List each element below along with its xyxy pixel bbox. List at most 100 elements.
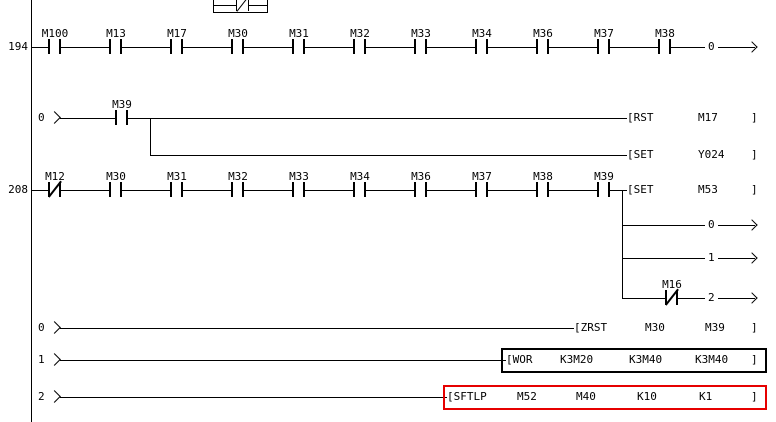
instruction-sftlp-operand2[interactable]: M40 (576, 390, 596, 403)
partial-instruction-above[interactable] (213, 0, 268, 13)
arrow-head (746, 252, 758, 264)
contact-m37[interactable] (475, 182, 488, 197)
device-label: M33 (289, 170, 309, 183)
wire (31, 47, 705, 48)
wire (622, 190, 623, 298)
arrow-right-icon (718, 41, 758, 53)
wrap-in-number: 0 (38, 321, 45, 334)
wire (60, 118, 627, 119)
contact-m31[interactable] (292, 39, 305, 54)
device-label: M12 (45, 170, 65, 183)
instruction-set[interactable]: [SET (627, 148, 654, 161)
chevron-right-icon (48, 353, 61, 366)
contact-m31[interactable] (170, 182, 183, 197)
arrow-head (746, 292, 758, 304)
contact-m100[interactable] (48, 39, 61, 54)
step-number-208: 208 (8, 183, 28, 196)
instruction-rst[interactable]: [RST (627, 111, 654, 124)
instruction-zrst[interactable]: [ZRST (574, 321, 608, 334)
contact-m36[interactable] (536, 39, 549, 54)
contact-m38[interactable] (536, 182, 549, 197)
selection-cursor-box (501, 348, 767, 373)
highlight-box-red (443, 385, 767, 410)
contact-m37[interactable] (597, 39, 610, 54)
wrap-in-number: 0 (38, 111, 45, 124)
device-label: M37 (472, 170, 492, 183)
contact-m34[interactable] (353, 182, 366, 197)
device-label: M39 (112, 98, 132, 111)
contact-m13[interactable] (109, 39, 122, 54)
wire (622, 298, 705, 299)
instruction-wor[interactable]: [WOR (506, 353, 533, 366)
instruction-close-bracket: ] (751, 148, 758, 161)
device-label: M33 (411, 27, 431, 40)
contact-m30[interactable] (109, 182, 122, 197)
wire (31, 190, 627, 191)
contact-m33[interactable] (292, 182, 305, 197)
instruction-sftlp[interactable]: [SFTLP (447, 390, 487, 403)
instruction-zrst-operand1[interactable]: M30 (645, 321, 665, 334)
instruction-sftlp-operand3[interactable]: K10 (637, 390, 657, 403)
instruction-close-bracket: ] (751, 390, 758, 403)
instruction-sftlp-operand1[interactable]: M52 (517, 390, 537, 403)
arrow-right-icon (718, 292, 758, 304)
instruction-wor-operand1[interactable]: K3M20 (560, 353, 594, 366)
contact-m34[interactable] (475, 39, 488, 54)
wire (622, 258, 705, 259)
instruction-rst-operand[interactable]: M17 (698, 111, 718, 124)
instruction-zrst-operand2[interactable]: M39 (705, 321, 725, 334)
contact-m32[interactable] (353, 39, 366, 54)
chevron-right-icon (48, 321, 61, 334)
instruction-set-operand[interactable]: Y024 (698, 148, 725, 161)
wire (60, 360, 506, 361)
device-label: M36 (533, 27, 553, 40)
wrap-out-number: 0 (708, 40, 715, 53)
device-label: M32 (350, 27, 370, 40)
wrap-out-number: 1 (708, 251, 715, 264)
contact-m39[interactable] (597, 182, 610, 197)
device-label: M34 (472, 27, 492, 40)
arrow-right-icon (718, 252, 758, 264)
arrow-head (746, 41, 758, 53)
contact-m16-nc[interactable] (665, 288, 679, 306)
instruction-set-operand[interactable]: M53 (698, 183, 718, 196)
wrap-in-number: 1 (38, 353, 45, 366)
device-label: M38 (533, 170, 553, 183)
device-label: M30 (106, 170, 126, 183)
wire (249, 5, 268, 6)
contact-m39[interactable] (115, 110, 128, 125)
chevron-right-icon (48, 390, 61, 403)
device-label: M100 (41, 27, 69, 40)
device-label: M34 (350, 170, 370, 183)
device-label: M31 (167, 170, 187, 183)
nc-slash-icon (665, 288, 679, 306)
contact-m36[interactable] (414, 182, 427, 197)
device-label: M36 (411, 170, 431, 183)
wire (60, 397, 447, 398)
instruction-wor-operand3[interactable]: K3M40 (695, 353, 729, 366)
contact-m32[interactable] (231, 182, 244, 197)
wire (60, 328, 574, 329)
instruction-sftlp-operand4[interactable]: K1 (699, 390, 713, 403)
contact-m38[interactable] (658, 39, 671, 54)
instruction-close-bracket: ] (751, 111, 758, 124)
wire (150, 155, 627, 156)
contact-m17[interactable] (170, 39, 183, 54)
left-power-rail (31, 0, 32, 422)
contact-m33[interactable] (414, 39, 427, 54)
wrap-out-number: 0 (708, 218, 715, 231)
instruction-close-bracket: ] (751, 183, 758, 196)
device-label: M32 (228, 170, 248, 183)
wire (214, 5, 236, 6)
wire (622, 225, 705, 226)
instruction-set[interactable]: [SET (627, 183, 654, 196)
contact-m12-nc[interactable] (48, 180, 62, 198)
device-label: M37 (594, 27, 614, 40)
arrow-right-icon (718, 219, 758, 231)
instruction-wor-operand2[interactable]: K3M40 (629, 353, 663, 366)
device-label: M17 (167, 27, 187, 40)
device-label: M31 (289, 27, 309, 40)
device-label: M38 (655, 27, 675, 40)
contact-m30[interactable] (231, 39, 244, 54)
arrow-head (746, 219, 758, 231)
